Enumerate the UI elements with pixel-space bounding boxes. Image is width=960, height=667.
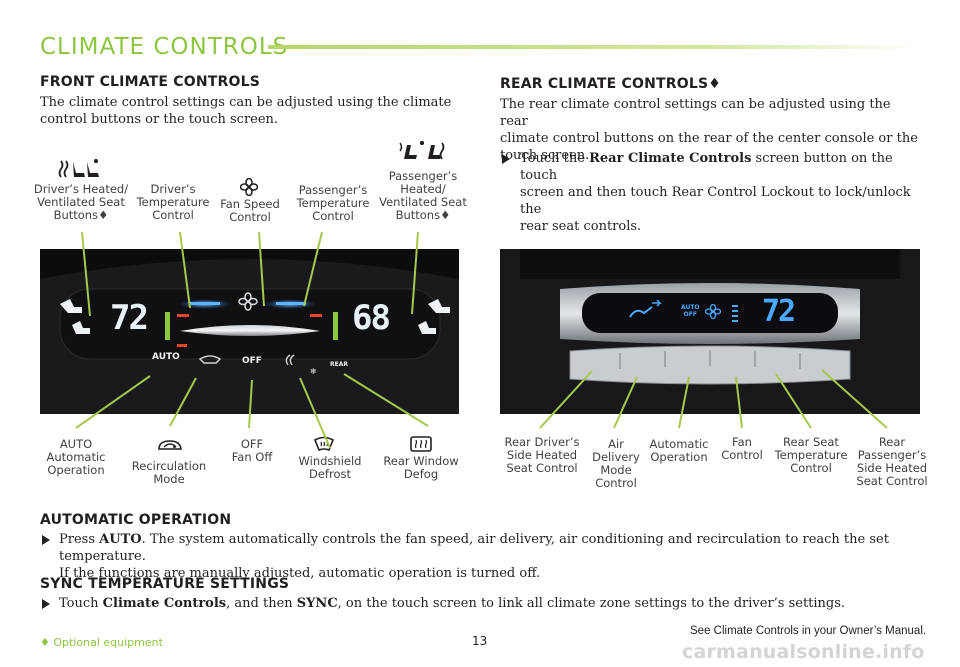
rear-heading: REAR CLIMATE CONTROLS♦ bbox=[500, 76, 721, 92]
label-rear-driver-seat: Rear Driver’s Side Heated Seat Control bbox=[504, 435, 580, 475]
front-intro: The climate control settings can be adju… bbox=[40, 94, 460, 128]
label-air-delivery: Air Delivery Mode Control bbox=[592, 437, 640, 490]
page-title: CLIMATE CONTROLS bbox=[40, 34, 289, 60]
automatic-text: Press AUTO. The system automatically con… bbox=[59, 532, 889, 581]
driver-seat-heat-vent-icon bbox=[58, 158, 102, 180]
title-rule bbox=[268, 45, 918, 49]
label-fan-control: Fan Control bbox=[721, 435, 763, 462]
watermark: carmanualsonline.info bbox=[682, 641, 925, 663]
rear-intro-line-2: climate control buttons on the rear of t… bbox=[500, 131, 918, 146]
rear-climate-panel-photo bbox=[500, 249, 920, 414]
front-rear-defog-button[interactable]: REAR bbox=[330, 361, 348, 368]
front-auto-button[interactable]: AUTO bbox=[152, 352, 180, 362]
sync-heading: SYNC TEMPERATURE SETTINGS bbox=[40, 576, 290, 592]
rear-intro-line-1: The rear climate control settings can be… bbox=[500, 97, 891, 129]
front-left-temp: 72 bbox=[110, 298, 149, 338]
label-driver-seat: Driver’s Heated/ Ventilated Seat Buttons… bbox=[33, 182, 129, 222]
windshield-defrost-icon bbox=[313, 436, 335, 452]
label-passenger-temp: Passenger’s Temperature Control bbox=[296, 183, 370, 223]
label-rear-passenger-seat: Rear Passenger’s Side Heated Seat Contro… bbox=[856, 435, 928, 488]
label-fan-speed: Fan Speed Control bbox=[220, 197, 280, 224]
svg-text:❄: ❄ bbox=[310, 367, 317, 376]
label-rear-seat-temp: Rear Seat Temperature Control bbox=[774, 435, 848, 475]
sync-text: Touch Climate Controls, and then SYNC, o… bbox=[59, 596, 846, 611]
rear-bullet-text: Touch the Rear Climate Controls screen b… bbox=[520, 151, 911, 234]
front-heading: FRONT CLIMATE CONTROLS bbox=[40, 74, 260, 90]
fan-icon bbox=[240, 178, 258, 196]
front-intro-line-2: control buttons or the touch screen. bbox=[40, 112, 279, 127]
rear-window-defog-icon bbox=[410, 436, 432, 452]
automatic-heading: AUTOMATIC OPERATION bbox=[40, 512, 232, 528]
front-intro-line-1: The climate control settings can be adju… bbox=[40, 95, 452, 110]
label-auto: AUTO Automatic Operation bbox=[46, 437, 106, 477]
rear-intro-line-3: touch screen. bbox=[500, 148, 590, 163]
rear-auto-off-display: AUTO OFF bbox=[681, 304, 700, 318]
front-off-button[interactable]: OFF bbox=[242, 356, 262, 366]
recirculation-icon bbox=[156, 437, 184, 453]
bullet-arrow-icon bbox=[42, 535, 50, 545]
rear-intro: The rear climate control settings can be… bbox=[500, 96, 920, 164]
label-windshield-defrost: Windshield Defrost bbox=[298, 454, 362, 481]
rear-temp-display: 72 bbox=[762, 294, 796, 329]
front-right-temp: 68 bbox=[352, 298, 391, 338]
label-driver-temp: Driver’s Temperature Control bbox=[136, 182, 210, 222]
label-automatic: Automatic Operation bbox=[649, 437, 709, 464]
page-number: 13 bbox=[472, 634, 488, 648]
label-rear-window-defog: Rear Window Defog bbox=[383, 454, 459, 481]
optional-equipment-note: ♦ Optional equipment bbox=[40, 636, 163, 649]
passenger-seat-heat-vent-icon bbox=[398, 140, 446, 162]
label-recirculation: Recirculation Mode bbox=[131, 459, 207, 486]
label-off: OFF Fan Off bbox=[231, 437, 273, 464]
bullet-arrow-icon bbox=[502, 154, 510, 164]
bullet-arrow-icon bbox=[42, 599, 50, 609]
label-passenger-seat: Passenger’s Heated/ Ventilated Seat Butt… bbox=[379, 169, 467, 222]
owners-manual-reference: See Climate Controls in your Owner’s Man… bbox=[690, 625, 927, 637]
front-climate-panel-photo: ❄ bbox=[40, 249, 459, 414]
